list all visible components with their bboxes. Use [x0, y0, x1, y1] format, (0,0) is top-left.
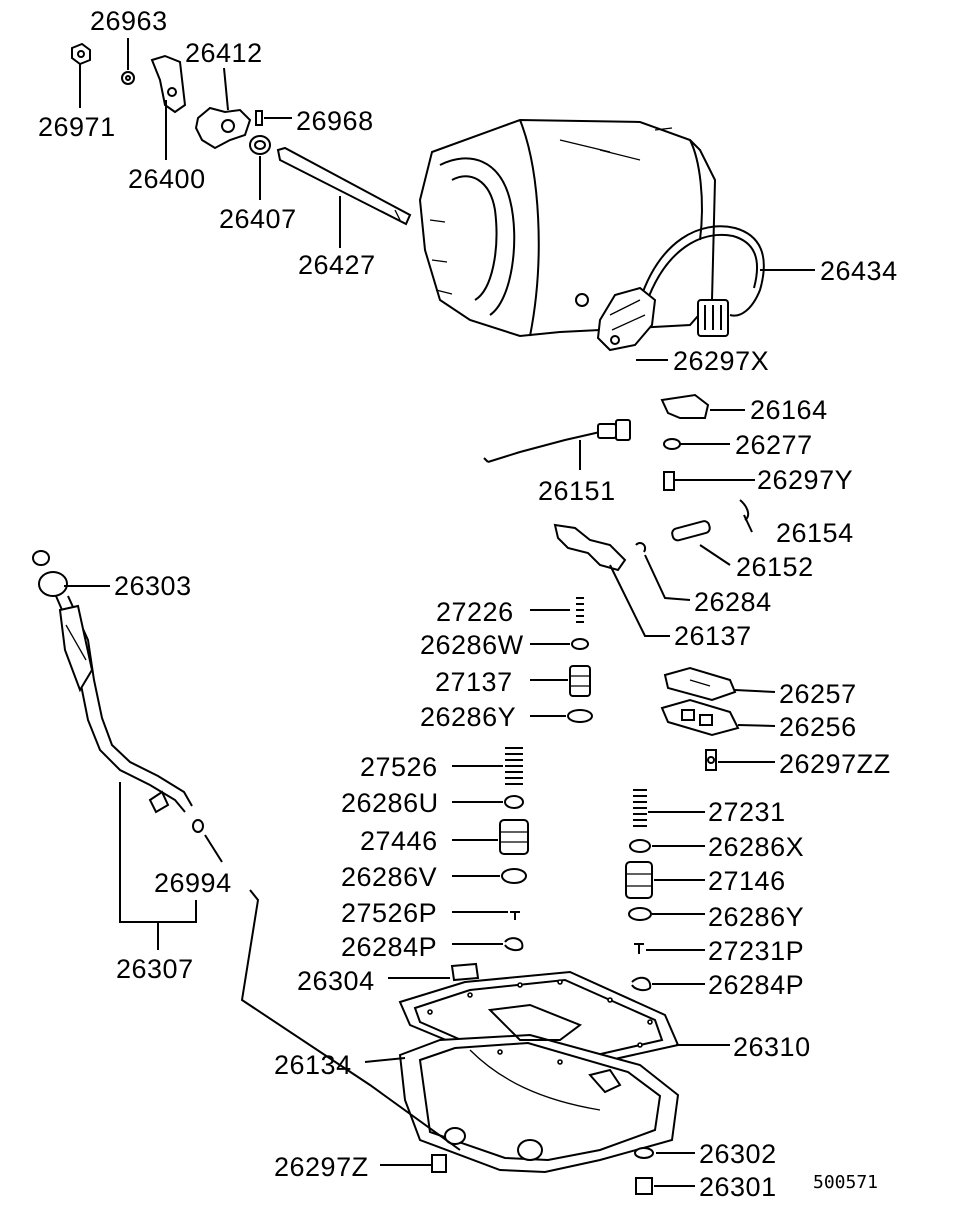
- label-26434: 26434: [820, 256, 898, 286]
- label-26963: 26963: [90, 6, 168, 36]
- label-26284P-left: 26284P: [341, 932, 437, 962]
- label-26286X: 26286X: [708, 832, 804, 862]
- valve-components: [499, 597, 653, 992]
- part-labels: 26963 26412 26971 26968 26400 26407 2642…: [38, 6, 898, 1202]
- transmission-case: [418, 118, 717, 338]
- label-26407: 26407: [219, 204, 297, 234]
- label-27231P: 27231P: [708, 936, 804, 966]
- label-26164: 26164: [750, 395, 828, 425]
- solenoid-plates: [660, 666, 740, 771]
- label-26297Z: 26297Z: [274, 1152, 369, 1182]
- label-26134: 26134: [274, 1050, 352, 1080]
- label-27226: 27226: [436, 597, 514, 627]
- label-26286W: 26286W: [420, 630, 524, 660]
- label-26286U: 26286U: [341, 788, 439, 818]
- label-26400: 26400: [128, 164, 206, 194]
- shift-shaft-parts: [71, 42, 412, 226]
- label-26154: 26154: [776, 518, 854, 548]
- label-26994: 26994: [154, 868, 232, 898]
- inhibitor-switch-harness: [596, 225, 765, 352]
- label-26302: 26302: [699, 1139, 777, 1169]
- label-26297ZZ: 26297ZZ: [779, 749, 891, 779]
- label-26301: 26301: [699, 1172, 777, 1202]
- label-27526P: 27526P: [341, 898, 437, 928]
- label-26286Y-lower: 26286Y: [708, 902, 804, 932]
- label-27446: 27446: [360, 826, 438, 856]
- label-26297Y: 26297Y: [757, 465, 853, 495]
- throttle-cable-parts: [483, 393, 750, 572]
- label-26971: 26971: [38, 112, 116, 142]
- label-26151: 26151: [538, 476, 616, 506]
- label-26303: 26303: [114, 571, 192, 601]
- label-26257: 26257: [779, 679, 857, 709]
- label-26307: 26307: [116, 954, 194, 984]
- label-26304: 26304: [297, 966, 375, 996]
- label-26427: 26427: [298, 250, 376, 280]
- leader-lines: [64, 38, 815, 1187]
- label-26284: 26284: [694, 587, 772, 617]
- label-26286V: 26286V: [341, 862, 437, 892]
- label-26277: 26277: [735, 430, 813, 460]
- label-26256: 26256: [779, 712, 857, 742]
- dipstick-tube: [32, 550, 204, 833]
- label-26297X: 26297X: [673, 346, 769, 376]
- label-27526: 27526: [360, 752, 438, 782]
- oil-pan-assembly: [398, 962, 680, 1195]
- label-26286Y-upper: 26286Y: [420, 702, 516, 732]
- label-26152: 26152: [736, 552, 814, 582]
- diagram-reference-code: 500571: [813, 1172, 878, 1193]
- label-26310: 26310: [733, 1032, 811, 1062]
- label-26137: 26137: [674, 621, 752, 651]
- label-27137: 27137: [435, 667, 513, 697]
- label-27146: 27146: [708, 866, 786, 896]
- label-26412: 26412: [185, 38, 263, 68]
- label-26968: 26968: [296, 106, 374, 136]
- label-26284P-right: 26284P: [708, 970, 804, 1000]
- label-27231: 27231: [708, 797, 786, 827]
